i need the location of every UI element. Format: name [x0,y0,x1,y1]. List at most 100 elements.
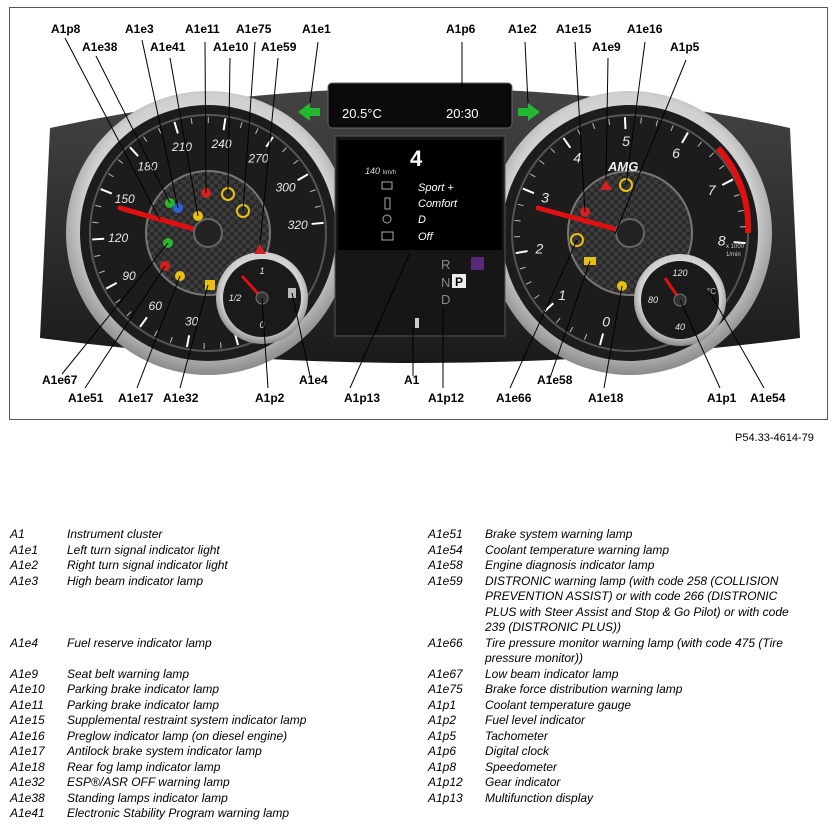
legend-description: PLUS with Steer Assist and Stop & Go Pil… [485,604,789,619]
legend-code: A1e41 [10,806,45,820]
dial-tick-label: 240 [210,137,231,151]
dial-tick-mark [562,137,572,149]
dial-tick-mark [222,118,227,131]
legend-description: Coolant temperature warning lamp [485,542,670,557]
dial-tick-mark [697,141,703,147]
legend-description: pressure monitor)) [485,651,584,665]
dial-tick-mark [737,209,744,213]
callout-a1e51: A1e51 [68,391,104,405]
transmission-mode: D [418,214,426,226]
callout-a1e10: A1e10 [213,40,249,54]
legend-row [10,605,410,621]
callout-a1e58: A1e58 [537,373,573,387]
dial-tick-label: 150 [115,192,135,206]
legend-code [10,605,67,621]
gear-p-box [452,274,466,288]
transmission-gear-icon [382,214,392,224]
legend-description: ESP®/ASR OFF warning lamp [67,775,230,789]
dial-tick-mark [239,121,243,129]
dial-tick-label: 3 [541,189,549,205]
dial-tick-mark [539,160,545,165]
dial-tick-mark [126,311,132,317]
legend-description: Low beam indicator lamp [485,666,619,681]
legend-code: A1e75 [428,682,463,696]
legend-code: A1e3 [10,573,39,588]
legend-code: A1e67 [428,666,463,681]
tachometer-needle-cap [615,218,645,248]
legend-row [10,651,410,667]
dial-tick-mark [139,316,148,328]
dial-tick-label: 0 [259,320,264,330]
legend-description: Left turn signal indicator light [67,542,220,557]
legend-code: A1e1 [10,542,39,557]
legend-description: Gear indicator [485,775,561,789]
dial-tick-mark [623,117,627,130]
legend-code: A1e18 [10,759,45,774]
legend-description: Supplemental restraint system indicator … [67,713,307,727]
legend-code: A1e38 [10,790,45,805]
mfd-screen [338,140,502,250]
legend-code: A1e51 [428,527,463,541]
callout-a1e32: A1e32 [163,391,199,405]
legend-code [428,589,485,605]
legend-code: A1e54 [428,542,463,557]
leader-lines [61,37,765,389]
instrument-cluster-drawing: 0306090120150180210240270300320 11/20 [40,37,800,389]
dial-tick-label: 90 [122,269,136,283]
dial-tick-mark [92,237,105,241]
callout-a1e54: A1e54 [750,391,786,405]
legend-description: Parking brake indicator lamp [67,682,220,696]
dial-tick-label: 210 [171,140,192,154]
legend-description: DISTRONIC warning lamp (with code 258 (C… [485,573,779,588]
callout-a1e59: A1e59 [261,40,297,54]
legend-description: Brake system warning lamp [485,527,633,541]
legend-description: Right turn signal indicator light [67,558,228,572]
legend-description: Multifunction display [485,790,594,805]
dial-tick-label: 80 [648,295,658,305]
legend-row [10,620,410,636]
legend-code: A1p13 [428,790,463,805]
callout-a1e17: A1e17 [118,391,154,405]
dial-tick-label: 300 [276,180,296,194]
legend-description: Instrument cluster [67,527,163,541]
callout-a1e38: A1e38 [82,40,118,54]
callout-a1e2: A1e2 [508,22,537,36]
legend-description: Tire pressure monitor warning lamp (with… [485,635,783,650]
legend-code [428,605,485,621]
dial-tick-mark [556,317,561,323]
dial-tick-mark [719,165,725,170]
dial-tick-mark [709,152,715,158]
preglow-lamp [619,178,633,192]
dial-tick-label: 180 [137,159,157,173]
dial-tick-mark [282,147,287,153]
dial-tick-label: 60 [149,299,163,313]
dial-tick-mark [117,159,124,164]
dial-tick-mark [94,254,101,257]
dial-tick-mark [105,281,118,290]
legend-description [67,620,410,636]
gear-n: N [441,275,450,290]
callout-a1e1: A1e1 [302,22,331,36]
legend-row: PREVENTION ASSIST) or with code 266 (DIS… [428,589,808,605]
drive-mode: Sport + [418,182,454,194]
legend-description [67,589,410,605]
gear-number: 4 [410,146,423,171]
dial-tick-mark [721,178,734,186]
legend-code: A1p8 [428,759,457,774]
speedometer-needle-cap [193,218,223,248]
